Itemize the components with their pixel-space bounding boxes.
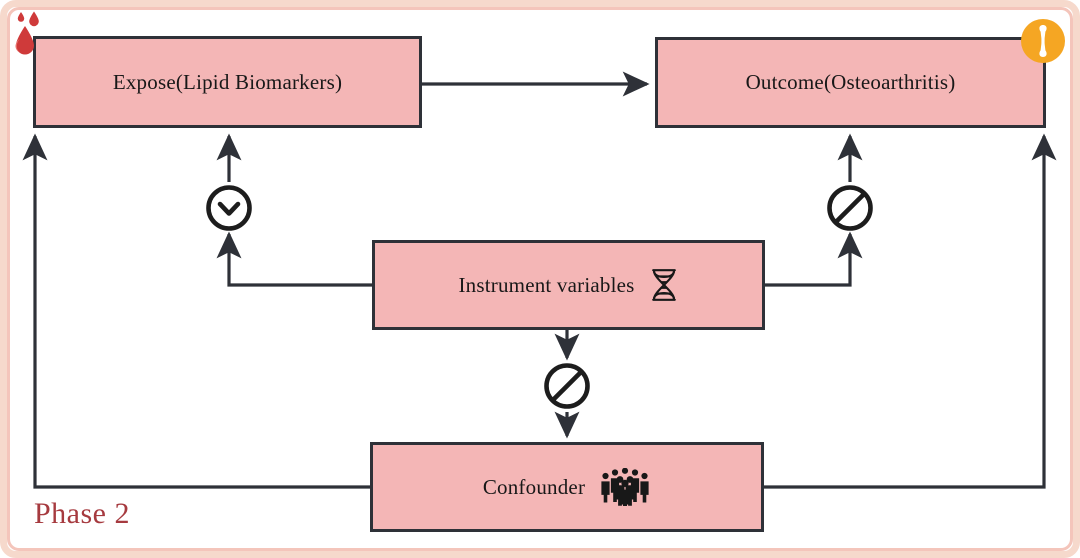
chevron-down-circle-icon: [203, 182, 255, 234]
dna-helix-icon: [649, 268, 679, 302]
node-instrument-variables[interactable]: Instrument variables: [372, 240, 765, 330]
people-group-icon: [599, 468, 651, 506]
edge-confounder-to-outcome: [764, 133, 1057, 489]
node-instrument-variables-label: Instrument variables: [458, 272, 635, 297]
bone-icon: [1020, 18, 1066, 64]
blood-drop-icon: [12, 8, 60, 60]
node-expose[interactable]: Expose(Lipid Biomarkers): [33, 36, 422, 128]
node-outcome-label: Outcome(Osteoarthritis): [745, 70, 956, 94]
no-entry-icon: [824, 182, 876, 234]
phase-caption: Phase 2: [34, 497, 130, 530]
node-confounder[interactable]: Confounder: [370, 442, 764, 532]
no-entry-icon-confounder: [541, 360, 593, 412]
node-outcome[interactable]: Outcome(Osteoarthritis): [655, 37, 1046, 128]
node-expose-label: Expose(Lipid Biomarkers): [112, 69, 343, 94]
node-confounder-label: Confounder: [482, 474, 586, 499]
